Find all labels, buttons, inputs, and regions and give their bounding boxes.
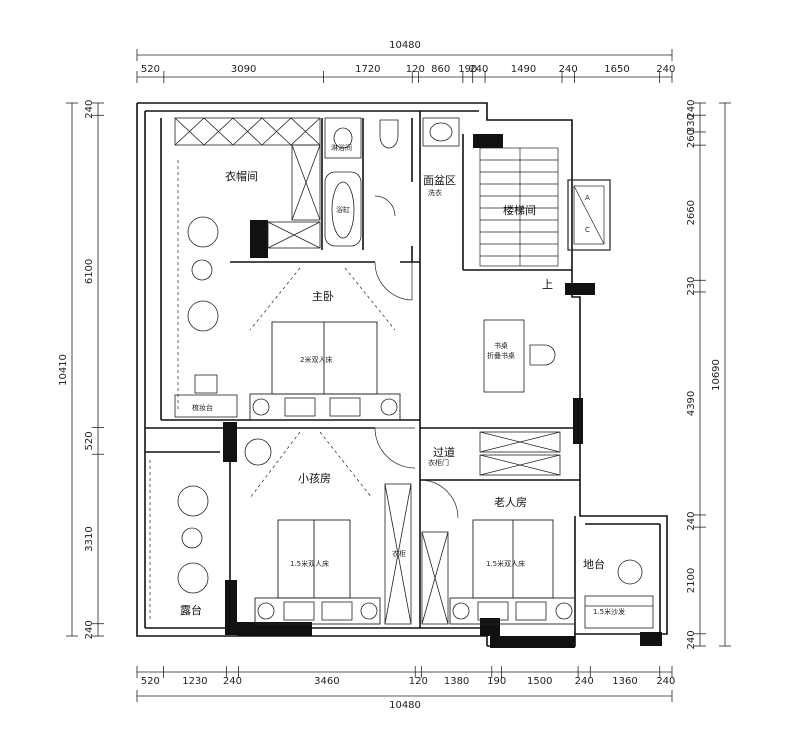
dim-right-segment: 240: [686, 511, 697, 530]
dim-top-segment: 3090: [231, 64, 256, 75]
dim-bottom-segment: 3460: [314, 676, 339, 687]
dim-right-total: 10690: [711, 359, 722, 391]
dim-left-segment: 240: [84, 620, 95, 639]
wall-blocks: [223, 134, 662, 648]
dim-right-segment: 2100: [686, 568, 697, 593]
walls: [136, 102, 668, 647]
room-label-stair: 楼梯间: [503, 203, 536, 217]
room-label-basin-area: 面盆区: [423, 173, 456, 187]
chairs: [174, 216, 654, 629]
dim-bottom-segment: 190: [487, 676, 506, 687]
dim-top-segment: 1720: [355, 64, 380, 75]
bathroom-fixtures: [324, 117, 460, 247]
dim-top-segment: 860: [431, 64, 450, 75]
dim-right-segment: 4390: [686, 391, 697, 416]
dim-left-segment: 6100: [84, 259, 95, 284]
dim-top-segment: 120: [406, 64, 425, 75]
dim-right-segment: 240: [686, 630, 697, 649]
label-dressing-table: 梳妆台: [192, 403, 213, 412]
dim-right-segment: 330: [686, 114, 697, 133]
room-label-elder-bedroom: 老人房: [494, 496, 527, 509]
dim-right-segment: 240: [686, 100, 697, 119]
dimension-lines: [71, 54, 726, 697]
room-label-balcony-left: 露台: [180, 603, 202, 617]
label-compass-c: C: [585, 226, 590, 234]
dim-top-segment: 1650: [604, 64, 629, 75]
dim-left-segment: 240: [84, 100, 95, 119]
room-label-balcony-right: 地台: [583, 557, 605, 571]
label-bath: 浴缸: [336, 205, 350, 214]
label-cabinet: 衣柜: [392, 549, 406, 558]
label-bed-master: 2米双人床: [300, 355, 332, 364]
dim-left-segment: 3310: [84, 526, 95, 551]
dim-bottom-segment: 240: [656, 676, 675, 687]
annotations: 梳妆台 淋浴间 浴缸 2米双人床 1.5米双人床 1.5米双人床 书桌 折叠书桌…: [192, 143, 625, 616]
label-desk-sub: 折叠书桌: [487, 351, 515, 360]
label-basin-sub: 洗衣: [428, 188, 442, 197]
dimension-ticks: [66, 49, 731, 702]
label-bed-small: 1.5米双人床: [290, 559, 329, 568]
dim-left-segment: 520: [84, 431, 95, 450]
dim-right-segment: 260: [686, 129, 697, 148]
dim-bottom-segment: 1360: [612, 676, 637, 687]
dim-bottom-segment: 120: [409, 676, 428, 687]
room-label-master: 主卧: [312, 290, 334, 303]
doors: [374, 195, 459, 519]
ceiling-lines: [149, 160, 396, 620]
dim-top-total: 10480: [389, 40, 421, 51]
label-stair-up: 上: [542, 278, 553, 291]
pillows: [283, 397, 547, 621]
beds: [249, 321, 576, 625]
label-sofa: 1.5米沙发: [593, 607, 625, 616]
dim-top-segment: 240: [469, 64, 488, 75]
room-label-corridor: 过道: [433, 445, 455, 459]
label-bed-elder: 1.5米双人床: [486, 559, 525, 568]
dimension-texts: 10480 10480 10410 10690: [58, 40, 722, 711]
dim-bottom-segment: 240: [575, 676, 594, 687]
dim-bottom-segment: 520: [141, 676, 160, 687]
dim-top-segment: 1490: [511, 64, 536, 75]
stairs: [479, 147, 611, 267]
dim-top-segment: 240: [656, 64, 675, 75]
dim-top-segment: 240: [559, 64, 578, 75]
label-corridor-sub: 衣柜门: [428, 458, 449, 467]
dim-bottom-segment: 1230: [182, 676, 207, 687]
dim-right-segment: 2660: [686, 200, 697, 225]
dim-bottom-segment: 240: [223, 676, 242, 687]
dim-bottom-segment: 1500: [527, 676, 552, 687]
room-label-cloakroom: 衣帽间: [225, 169, 258, 183]
label-desk: 书桌: [494, 341, 508, 350]
cabinets: [174, 117, 561, 625]
room-label-small-bedroom: 小孩房: [298, 472, 331, 485]
dim-bottom-total: 10480: [389, 700, 421, 711]
nightstands: [252, 398, 573, 620]
room-labels: 衣帽间 主卧 小孩房 老人房 露台 地台 面盆区 楼梯间 过道: [180, 169, 605, 617]
label-shower: 淋浴间: [331, 143, 352, 152]
dim-bottom-segment: 1380: [444, 676, 469, 687]
label-compass-a: A: [585, 194, 590, 202]
dim-top-segment: 520: [141, 64, 160, 75]
dim-right-segment: 230: [686, 277, 697, 296]
dim-top-segment: 190: [458, 64, 477, 75]
dim-left-total: 10410: [58, 354, 69, 386]
